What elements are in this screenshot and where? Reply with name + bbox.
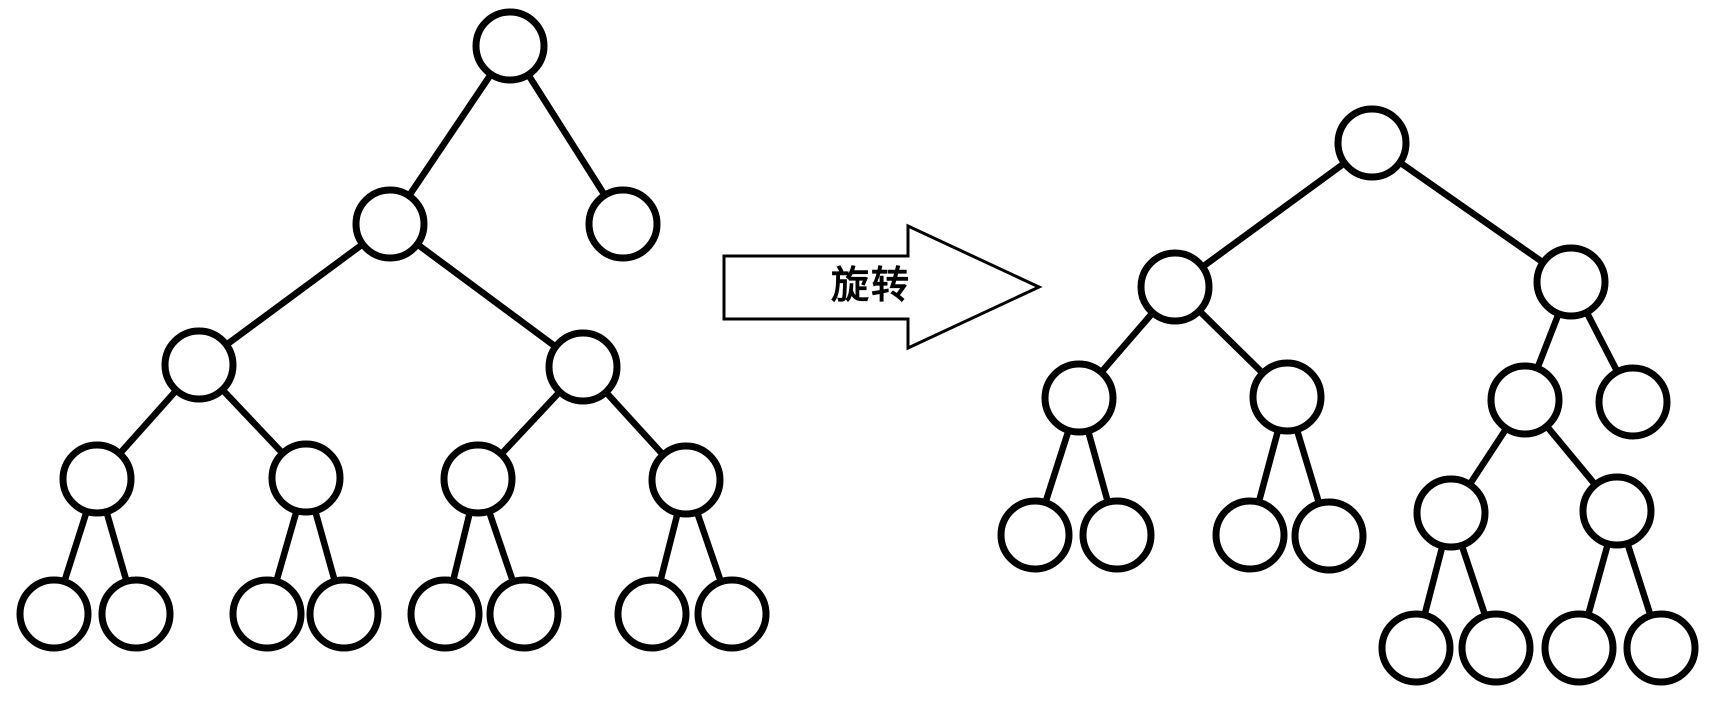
tree-node <box>1079 497 1155 573</box>
tree-node <box>229 576 305 652</box>
tree-edge <box>1368 139 1575 286</box>
tree-node <box>1458 610 1534 686</box>
tree-node <box>161 327 237 403</box>
tree-node <box>1487 362 1563 438</box>
tree-node <box>648 442 724 518</box>
tree-node <box>1579 473 1655 549</box>
tree-node <box>407 576 483 652</box>
right-arrow-icon <box>722 223 1043 351</box>
tree-node <box>98 576 174 652</box>
tree-node <box>614 576 690 652</box>
tree-node <box>1623 610 1699 686</box>
tree-node <box>268 440 344 516</box>
tree-node <box>1595 364 1671 440</box>
tree-node <box>16 576 92 652</box>
tree-node <box>585 186 661 262</box>
tree-node <box>306 576 382 652</box>
tree-node <box>694 576 770 652</box>
tree-node <box>59 441 135 517</box>
tree-node <box>545 329 621 405</box>
tree-node <box>997 497 1073 573</box>
tree-edge <box>1171 139 1376 291</box>
tree-node <box>472 8 548 84</box>
left-tree <box>16 8 770 652</box>
tree-edge <box>195 220 394 369</box>
tree-node <box>1541 610 1617 686</box>
tree-node <box>1212 497 1288 573</box>
tree-edge <box>386 220 587 371</box>
tree-node <box>486 576 562 652</box>
tree-node <box>1249 359 1325 435</box>
arrow-label: 旋转 <box>831 263 911 307</box>
tree-node <box>440 441 516 517</box>
tree-node <box>1378 610 1454 686</box>
rotate-arrow: 旋转 <box>722 223 1043 351</box>
right-tree <box>997 105 1699 686</box>
tree-node <box>1137 249 1213 325</box>
tree-node <box>1041 360 1117 436</box>
tree-node <box>1291 498 1367 574</box>
tree-node <box>352 186 428 262</box>
tree-node <box>1334 105 1410 181</box>
tree-node <box>1533 244 1609 320</box>
tree-node <box>1413 475 1489 551</box>
